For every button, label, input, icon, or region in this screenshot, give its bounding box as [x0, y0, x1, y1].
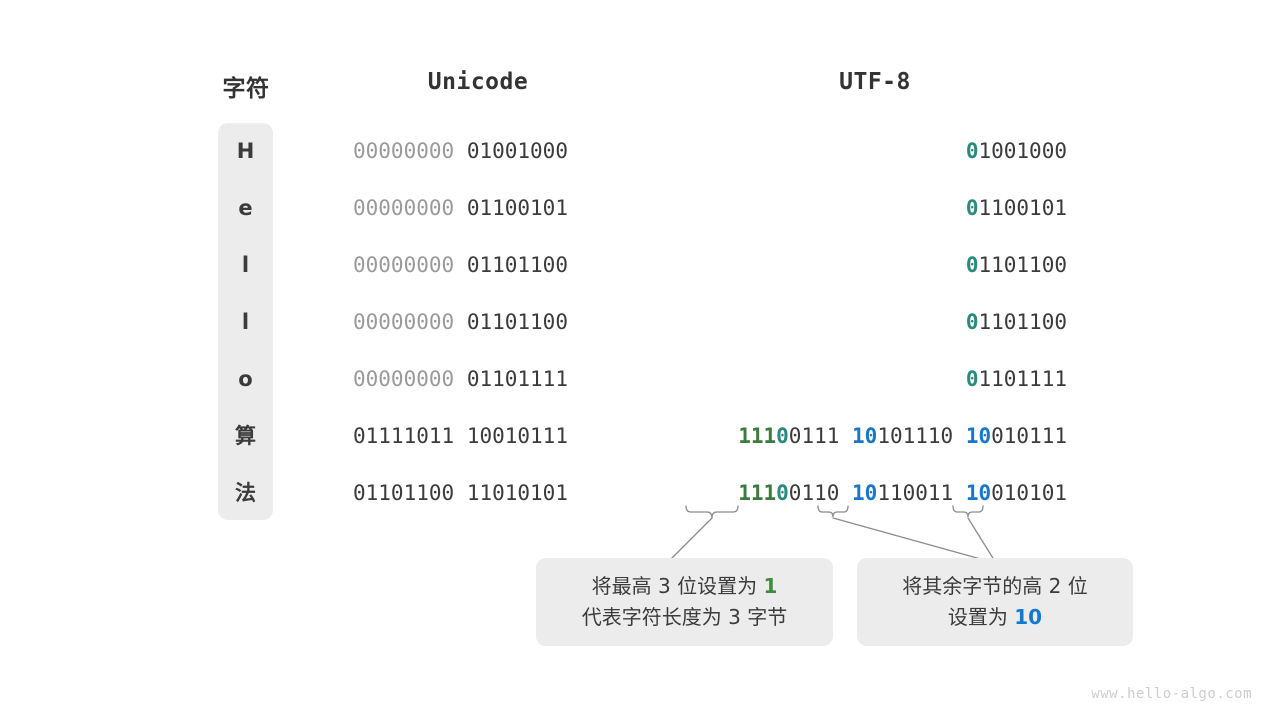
unicode-high-byte: 00000000: [353, 310, 455, 334]
character-cell: l: [241, 253, 250, 277]
unicode-low-byte: 01001000: [466, 139, 568, 163]
unicode-binary-cell: 00000000 01101111: [353, 351, 568, 408]
unicode-low-byte: 01101100: [466, 310, 568, 334]
character-cell: H: [236, 139, 255, 163]
watermark: www.hello-algo.com: [1091, 686, 1252, 702]
callout-continuation-bytes: 将其余字节的高 2 位 设置为 10: [857, 558, 1133, 646]
utf8-payload-bits: 0110: [788, 481, 840, 505]
callout-2-line-2: 设置为 10: [948, 602, 1042, 633]
utf8-payload-bits: 1101111: [978, 367, 1067, 391]
leader-line-3: [967, 517, 997, 564]
byte-separator: [839, 424, 852, 448]
utf8-binary-cell: 01101111: [966, 351, 1067, 408]
unicode-low-byte: 11010101: [466, 481, 568, 505]
unicode-binary-cell: 01111011 10010111: [353, 408, 568, 465]
utf8-payload-bits: 1100101: [978, 196, 1067, 220]
utf8-prefix-bits: 0: [965, 253, 979, 277]
column-header-utf8: UTF-8: [839, 69, 911, 95]
callout-first-byte: 将最高 3 位设置为 1 代表字符长度为 3 字节: [536, 558, 833, 646]
unicode-binary-cell: 00000000 01101100: [353, 294, 568, 351]
utf8-payload-bits: 101110: [877, 424, 954, 448]
byte-separator: [454, 196, 467, 220]
unicode-low-byte: 01100101: [466, 196, 568, 220]
character-cell: 算: [235, 424, 256, 448]
byte-separator: [953, 424, 966, 448]
utf8-binary-cell: 01101100: [966, 237, 1067, 294]
utf8-payload-bits: 1101100: [978, 253, 1067, 277]
column-header-character: 字符: [222, 76, 270, 102]
utf8-prefix-bits: 0: [965, 196, 979, 220]
utf8-prefix-bits: 10: [965, 424, 992, 448]
utf8-prefix-bits: 0: [965, 310, 979, 334]
utf8-prefix-bits: 0: [965, 139, 979, 163]
callout-1-line-1-text: 将最高 3 位设置为: [591, 574, 764, 598]
unicode-high-byte: 00000000: [353, 139, 455, 163]
byte-separator: [454, 424, 467, 448]
byte-separator: [454, 139, 467, 163]
utf8-payload-bits: 1001000: [978, 139, 1067, 163]
callout-2-line-2-text: 设置为: [947, 605, 1015, 629]
byte-separator: [839, 481, 852, 505]
unicode-binary-cell: 00000000 01001000: [353, 123, 568, 180]
callout-1-line-2: 代表字符长度为 3 字节: [581, 605, 788, 629]
utf8-prefix-terminator-bit: 0: [776, 424, 789, 448]
callout-1-line-1: 将最高 3 位设置为 1: [592, 571, 778, 602]
unicode-low-byte: 10010111: [466, 424, 568, 448]
unicode-high-byte: 01101100: [353, 481, 455, 505]
unicode-low-byte: 01101100: [466, 253, 568, 277]
utf8-binary-cell: 01100101: [966, 180, 1067, 237]
utf8-payload-bits: 010101: [991, 481, 1067, 505]
unicode-binary-cell: 01101100 11010101: [353, 465, 568, 522]
utf8-payload-bits: 1101100: [978, 310, 1067, 334]
character-cell: 法: [235, 481, 256, 505]
unicode-binary-cell: 00000000 01101100: [353, 237, 568, 294]
utf8-prefix-bits: 10: [965, 481, 992, 505]
utf8-payload-bits: 010111: [991, 424, 1067, 448]
callout-1-emphasis: 1: [763, 574, 778, 598]
unicode-high-byte: 00000000: [353, 367, 455, 391]
utf8-payload-bits: 110011: [877, 481, 954, 505]
callout-2-line-1: 将其余字节的高 2 位: [902, 574, 1088, 598]
unicode-low-byte: 01101111: [466, 367, 568, 391]
character-cell: e: [238, 196, 253, 220]
utf8-payload-bits: 0111: [788, 424, 840, 448]
unicode-binary-cell: 00000000 01100101: [353, 180, 568, 237]
utf8-prefix-bits: 10: [852, 424, 878, 448]
utf8-binary-cell: 11100111 10101110 10010111: [738, 408, 1067, 465]
character-cell: o: [238, 367, 253, 391]
utf8-prefix-bits: 111: [738, 481, 777, 505]
leader-line-1: [669, 517, 713, 561]
byte-separator: [454, 253, 467, 277]
unicode-high-byte: 01111011: [353, 424, 455, 448]
unicode-high-byte: 00000000: [353, 253, 455, 277]
utf8-prefix-bits: 10: [852, 481, 878, 505]
column-header-unicode: Unicode: [427, 69, 529, 95]
byte-separator: [454, 310, 467, 334]
utf8-binary-cell: 01001000: [966, 123, 1067, 180]
utf8-binary-cell: 01101100: [966, 294, 1067, 351]
character-cell: l: [241, 310, 250, 334]
byte-separator: [454, 481, 467, 505]
byte-separator: [953, 481, 966, 505]
byte-separator: [454, 367, 467, 391]
leader-line-2: [832, 517, 996, 564]
utf8-prefix-bits: 111: [738, 424, 777, 448]
callout-2-emphasis: 10: [1014, 605, 1043, 629]
unicode-high-byte: 00000000: [353, 196, 455, 220]
utf8-binary-cell: 11100110 10110011 10010101: [738, 465, 1067, 522]
utf8-prefix-bits: 0: [965, 367, 979, 391]
utf8-prefix-terminator-bit: 0: [776, 481, 789, 505]
